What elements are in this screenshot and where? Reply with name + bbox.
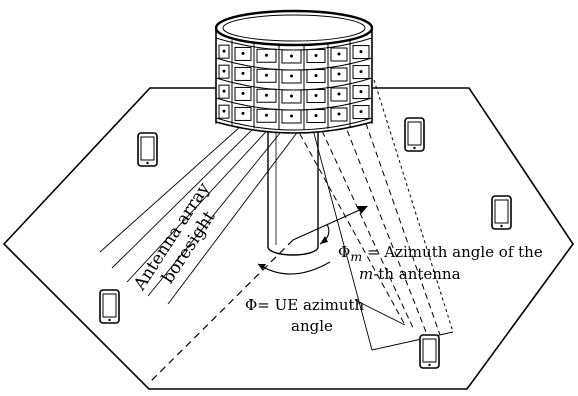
- antenna-element-dot: [265, 53, 268, 57]
- phi-m-subscript: m: [350, 249, 363, 264]
- antenna-element-dot: [222, 49, 226, 53]
- ue-azimuth-label: Φ= UE azimuth: [245, 296, 365, 314]
- antenna-element-dot: [314, 54, 318, 58]
- antenna-element: [352, 45, 370, 60]
- antenna-element-dot: [222, 69, 226, 73]
- phone-icon: [491, 195, 512, 230]
- antenna-element: [234, 46, 252, 61]
- antenna-element: [281, 89, 302, 104]
- antenna-element: [256, 88, 277, 103]
- m-th-rest: -th antenna: [373, 265, 461, 283]
- mth-antenna-arrow: [292, 206, 368, 241]
- antenna-element-dot: [337, 52, 341, 56]
- antenna-element: [256, 68, 277, 83]
- antenna-element: [256, 108, 277, 123]
- antenna-element-dot: [337, 72, 341, 76]
- antenna-element: [330, 87, 348, 102]
- phone-icon: [419, 334, 440, 369]
- antenna-element-dot: [314, 114, 318, 118]
- hexagonal-cell: [2, 87, 574, 390]
- antenna-element-dot: [241, 111, 245, 115]
- phone-icon: [137, 132, 158, 167]
- antenna-element-dot: [290, 114, 293, 118]
- array-row-line: [215, 117, 373, 131]
- phi-m-label: Φm = Azimuth angle of the: [338, 243, 543, 264]
- antenna-element: [306, 89, 326, 104]
- projection-lines: [99, 79, 454, 385]
- antenna-element: [281, 109, 302, 124]
- antenna-element: [218, 64, 230, 79]
- phi-m-text: = Azimuth angle of the: [362, 243, 543, 261]
- antenna-element: [281, 69, 302, 84]
- angle-arcs: [257, 223, 331, 275]
- ue-azimuth-angle-word: angle: [291, 317, 333, 335]
- antenna-element-dot: [314, 94, 318, 98]
- antenna-element-dot: [337, 112, 341, 116]
- antenna-element: [256, 48, 277, 63]
- antenna-element-dot: [265, 73, 268, 77]
- antenna-element-dot: [314, 74, 318, 78]
- antenna-element: [306, 49, 326, 64]
- antenna-element-dot: [265, 113, 268, 117]
- antenna-element: [281, 49, 302, 64]
- antenna-element: [218, 84, 230, 99]
- antenna-element: [352, 85, 370, 100]
- phi-m-symbol: Φ: [338, 243, 351, 261]
- antenna-element-dot: [241, 51, 245, 55]
- phone-icon: [99, 289, 120, 324]
- antenna-element: [330, 47, 348, 62]
- ue-phones: [99, 117, 512, 369]
- antenna-element-dot: [290, 54, 293, 58]
- antenna-element-dot: [290, 74, 293, 78]
- phone-icon: [404, 117, 425, 152]
- cylindrical-antenna-array-icon: [214, 9, 374, 134]
- antenna-element: [306, 109, 326, 124]
- antenna-element: [330, 107, 348, 122]
- antenna-element-dot: [241, 71, 245, 75]
- antenna-element: [330, 67, 348, 82]
- antenna-element-dot: [222, 89, 226, 93]
- m-th-antenna-label: m-th antenna: [359, 265, 461, 283]
- phi-ue-arc: [257, 261, 331, 275]
- antenna-element-dot: [359, 50, 363, 54]
- antenna-element: [352, 65, 370, 80]
- antenna-element: [234, 66, 252, 81]
- antenna-element-dot: [241, 91, 245, 95]
- antenna-element-dot: [359, 70, 363, 74]
- antenna-element-dot: [222, 109, 226, 113]
- antenna-element-dot: [337, 92, 341, 96]
- boresight-line: [147, 239, 294, 385]
- antenna-pole: [267, 128, 319, 256]
- antenna-element: [352, 105, 370, 120]
- m-th-italic: m: [359, 265, 374, 283]
- antenna-element-dot: [359, 90, 363, 94]
- antenna-element-dot: [359, 110, 363, 114]
- antenna-element-dot: [290, 94, 293, 98]
- antenna-element: [234, 106, 252, 121]
- antenna-element-dot: [265, 93, 268, 97]
- antenna-element: [218, 104, 230, 119]
- antenna-element: [218, 44, 230, 59]
- antenna-element: [234, 86, 252, 101]
- antenna-element: [306, 69, 326, 84]
